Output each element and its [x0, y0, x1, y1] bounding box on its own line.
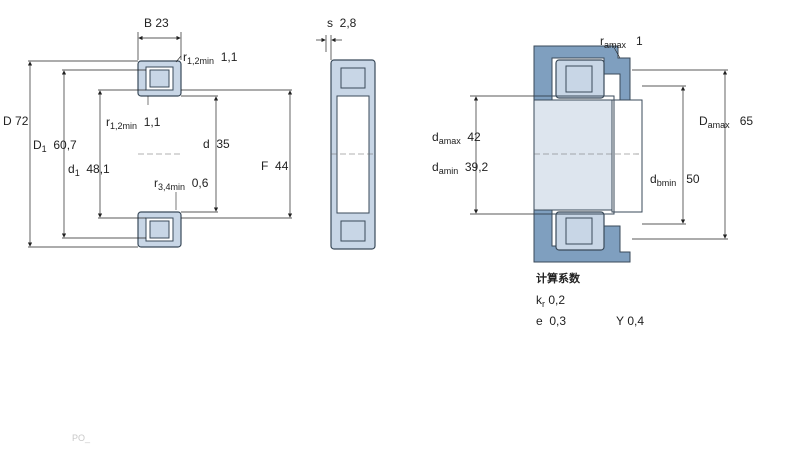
factor-kr: kr 0,2 [536, 293, 566, 309]
dim-F: F 44 [261, 159, 289, 173]
dim-db-min: dbmin 50 [650, 172, 700, 188]
side-view [316, 35, 376, 250]
dim-r34: r3,4min 0,6 [154, 176, 209, 192]
calc-factors-title: 计算系数 [536, 273, 580, 285]
bottom-ring-section [137, 211, 182, 248]
top-ring-section [137, 60, 182, 97]
dim-d1: d1 48,1 [68, 162, 110, 178]
dim-B: B 23 [144, 16, 169, 30]
factor-Y: Y 0,4 [616, 314, 645, 328]
dim-s: s 2,8 [327, 16, 357, 30]
dim-D1: D1 60,7 [33, 138, 77, 154]
factor-e: e 0,3 [536, 314, 567, 328]
dim-r12-top: r1,2min 1,1 [183, 50, 238, 66]
footer-mark: PO_ [72, 433, 91, 443]
dim-r12-inner: r1,2min 1,1 [106, 115, 161, 131]
dim-da-min: damin 39,2 [432, 160, 489, 176]
dim-Da-max: Damax 65 [699, 114, 754, 130]
dim-D: D 72 [3, 114, 29, 128]
dim-d: d 35 [203, 137, 230, 151]
dim-ra-max: ramax 1 [600, 34, 643, 50]
section-view [27, 32, 293, 248]
mounting-view [470, 43, 728, 263]
dim-da-max: damax 42 [432, 130, 481, 146]
